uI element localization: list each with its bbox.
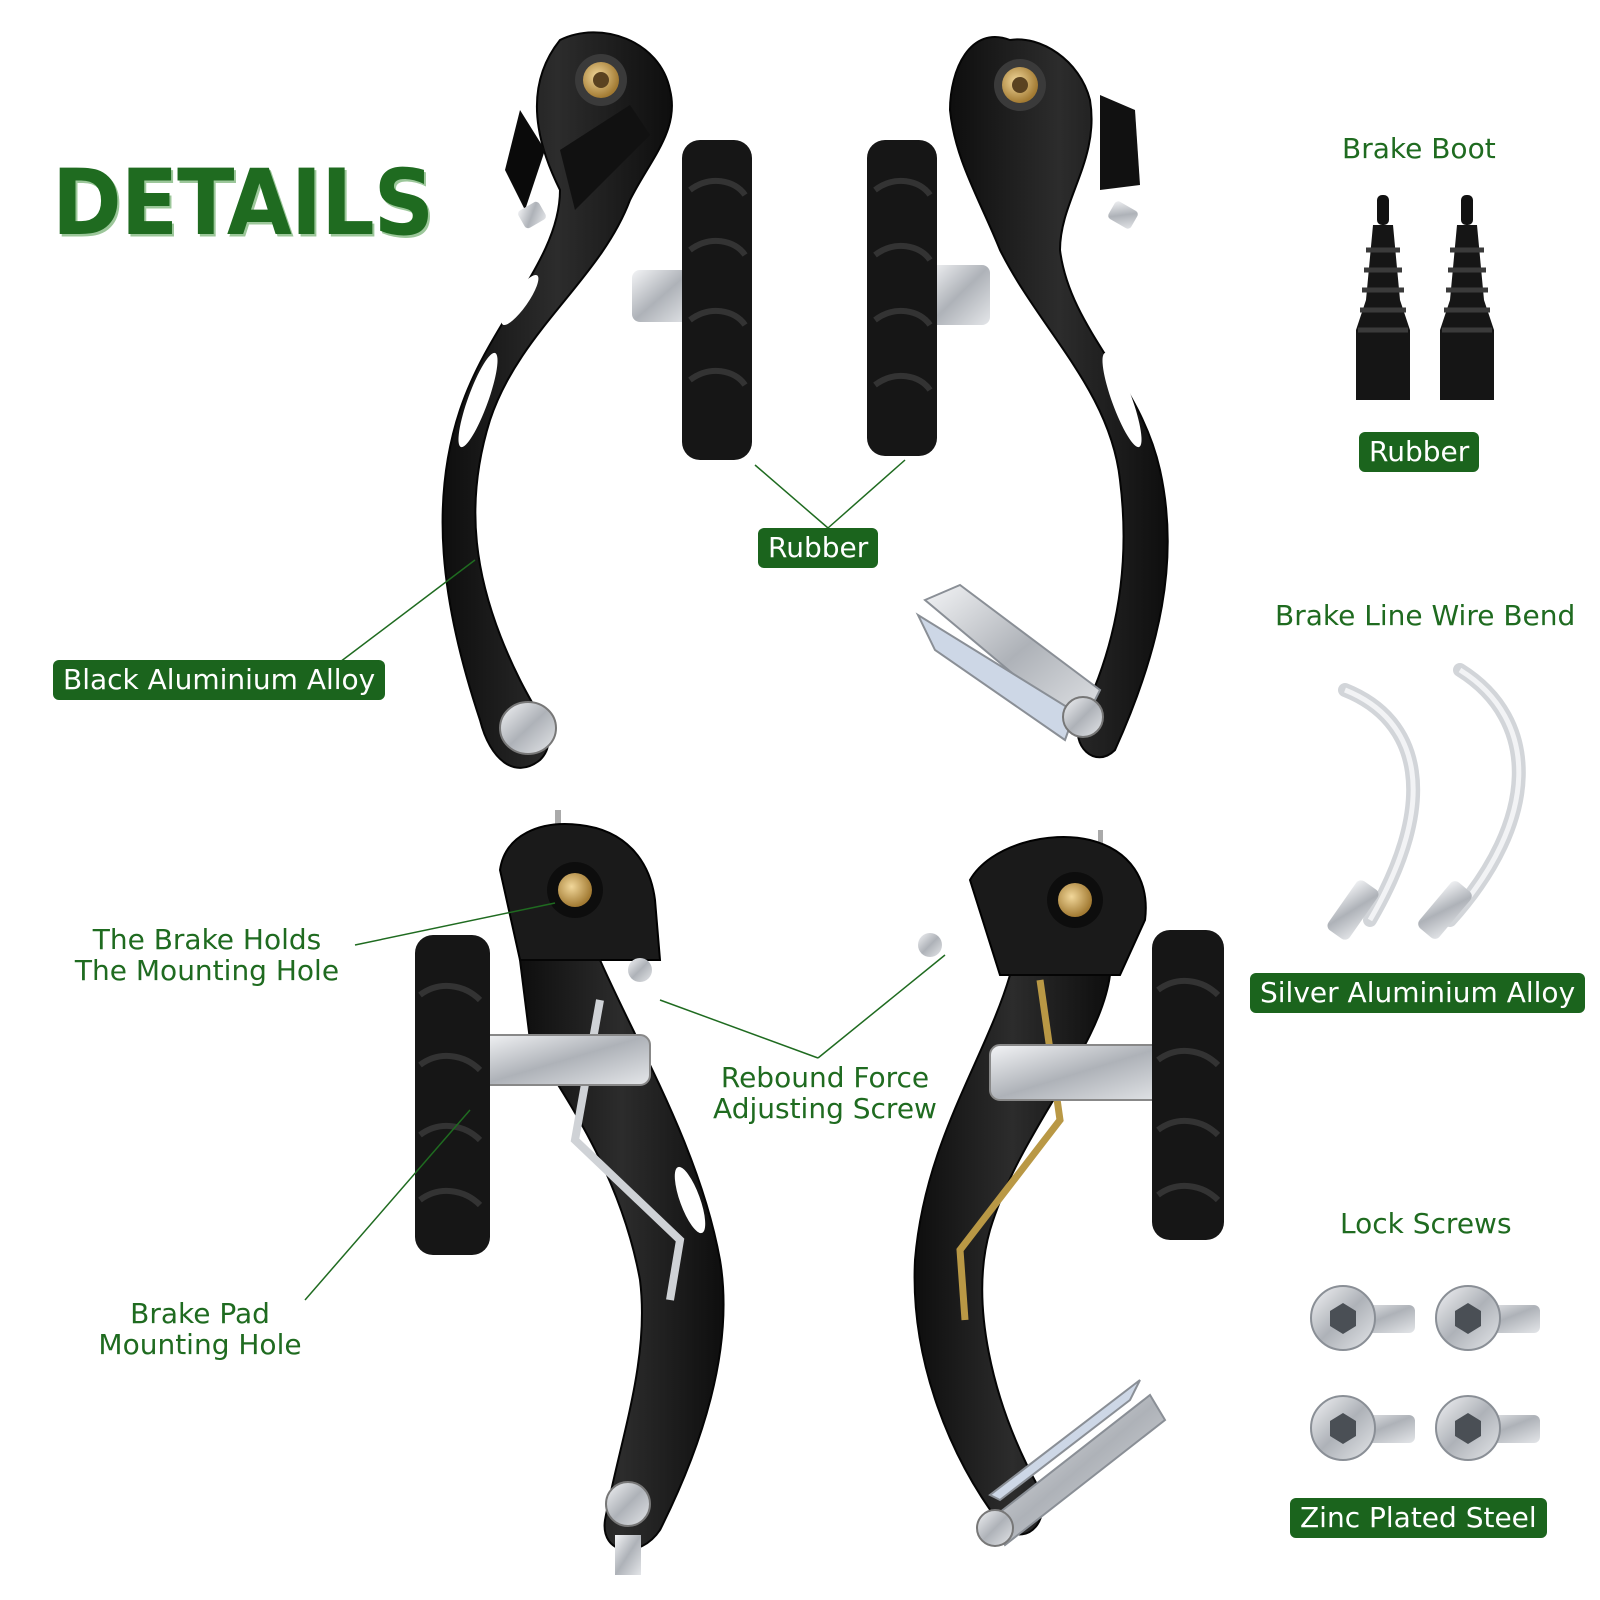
lock-screw-3 xyxy=(1310,1395,1415,1461)
mounting-hole-caption-line2: The Mounting Hole xyxy=(74,954,340,987)
brake-boot-caption: Brake Boot xyxy=(1342,132,1496,165)
lock-screw-2 xyxy=(1435,1285,1540,1351)
pad-hole-caption-line1: Brake Pad xyxy=(130,1297,270,1330)
brake-arm-top-left xyxy=(441,31,692,769)
wire-bend-material-badge: Silver Aluminium Alloy xyxy=(1250,973,1586,1013)
leader-rebound-right xyxy=(817,954,946,1059)
wire-bend-left xyxy=(1327,683,1421,940)
pad-material-badge: Rubber xyxy=(758,528,879,568)
brake-boot-left xyxy=(1356,195,1410,400)
wire-bend-caption: Brake Line Wire Bend xyxy=(1275,599,1576,632)
lock-screws-caption: Lock Screws xyxy=(1340,1207,1512,1240)
lock-screw-4 xyxy=(1435,1395,1540,1461)
brake-pad-bottom-right xyxy=(1152,930,1224,1240)
brake-pad-top-left xyxy=(682,140,752,460)
brake-boot-material-badge: Rubber xyxy=(1359,432,1480,472)
rebound-screw-caption: Rebound Force Adjusting Screw xyxy=(705,1062,945,1124)
rebound-screw-caption-line1: Rebound Force xyxy=(720,1061,930,1094)
leader-arm xyxy=(339,559,476,663)
page-title: DETAILS xyxy=(52,150,434,256)
leader-lines xyxy=(304,459,946,1301)
leader-pad-left xyxy=(754,464,829,529)
cable-clamp-bottom xyxy=(976,1379,1167,1547)
leader-rebound-left xyxy=(659,999,819,1059)
leader-pad-hole xyxy=(304,1109,471,1301)
wire-bend-right xyxy=(1418,663,1526,939)
brake-pad-bottom-left xyxy=(415,935,490,1255)
rebound-screw-caption-line2: Adjusting Screw xyxy=(713,1092,937,1125)
brake-arm-bottom-right xyxy=(913,830,1171,1536)
cable-clamp-top xyxy=(915,583,1104,742)
lock-screw-1 xyxy=(1310,1285,1415,1351)
leader-mounting-hole xyxy=(354,902,556,946)
brake-arm-bottom-left xyxy=(479,810,725,1575)
pad-hole-caption: Brake Pad Mounting Hole xyxy=(90,1298,310,1360)
mounting-hole-caption: The Brake Holds The Mounting Hole xyxy=(67,924,347,986)
brake-boot-right xyxy=(1440,195,1494,400)
brake-arm-top-right xyxy=(928,36,1169,759)
screw-material-badge: Zinc Plated Steel xyxy=(1290,1498,1547,1538)
leader-pad-right xyxy=(827,459,906,529)
pad-hole-caption-line2: Mounting Hole xyxy=(98,1328,302,1361)
arm-material-badge: Black Aluminium Alloy xyxy=(53,660,386,700)
brake-pad-top-right xyxy=(867,140,937,456)
mounting-hole-caption-line1: The Brake Holds xyxy=(92,923,322,956)
